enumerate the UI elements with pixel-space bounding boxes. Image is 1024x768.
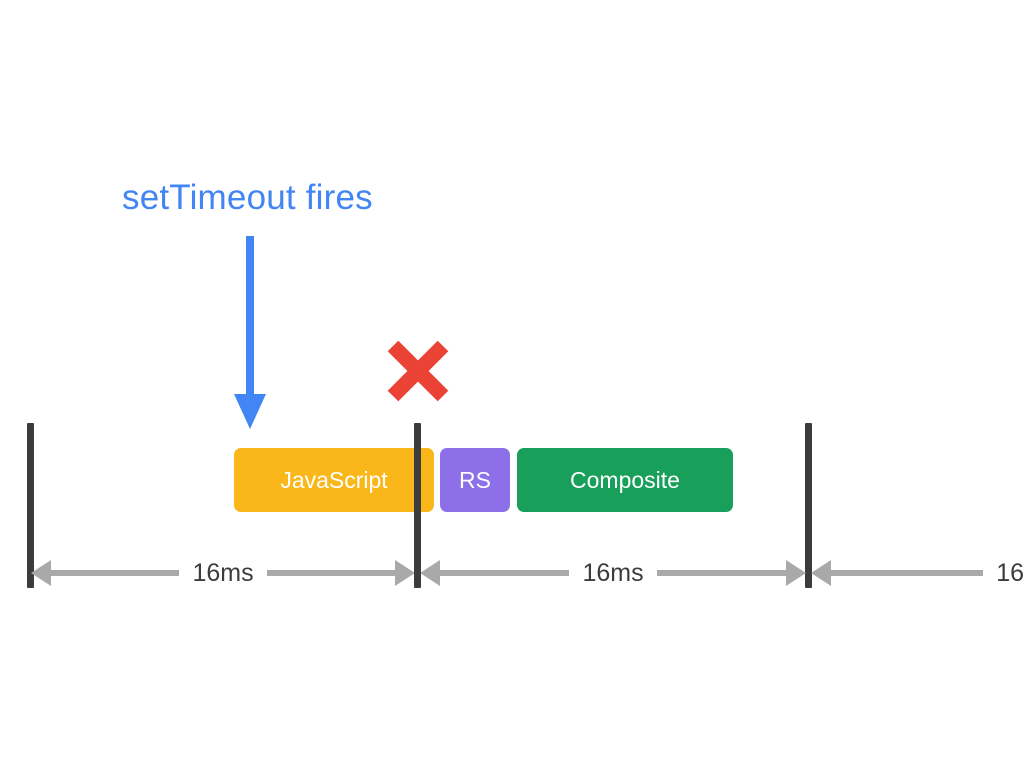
arrow-head-right-icon xyxy=(786,560,807,586)
frame-duration-label-2: 16ms xyxy=(582,558,644,587)
blue-down-arrow-icon xyxy=(228,236,272,430)
task-bar-javascript[interactable]: JavaScript xyxy=(234,448,434,512)
frame-duration-label-1: 16ms xyxy=(192,558,254,587)
missed-frame-x-icon xyxy=(385,338,451,404)
task-bar-composite[interactable]: Composite xyxy=(517,448,733,512)
frame-duration-3: 16 xyxy=(811,556,1024,590)
measure-line xyxy=(440,570,570,576)
measure-line xyxy=(656,570,787,576)
arrow-head-left-icon xyxy=(31,560,51,586)
measure-line xyxy=(831,570,984,576)
measure-line xyxy=(51,570,180,576)
frame-duration-2: 16ms xyxy=(420,556,807,590)
measure-line xyxy=(266,570,396,576)
arrow-head-right-icon xyxy=(395,560,416,586)
frame-duration-label-3: 16 xyxy=(996,558,1024,587)
frame-tick-end xyxy=(805,423,812,588)
task-bar-recalc-style[interactable]: RS xyxy=(440,448,510,512)
settimeout-annotation-label: setTimeout fires xyxy=(122,178,373,217)
arrow-head-left-icon xyxy=(811,560,831,586)
frame-tick-middle xyxy=(414,423,421,588)
frame-tick-start xyxy=(27,423,34,588)
arrow-head-left-icon xyxy=(420,560,440,586)
frame-duration-1: 16ms xyxy=(31,556,416,590)
